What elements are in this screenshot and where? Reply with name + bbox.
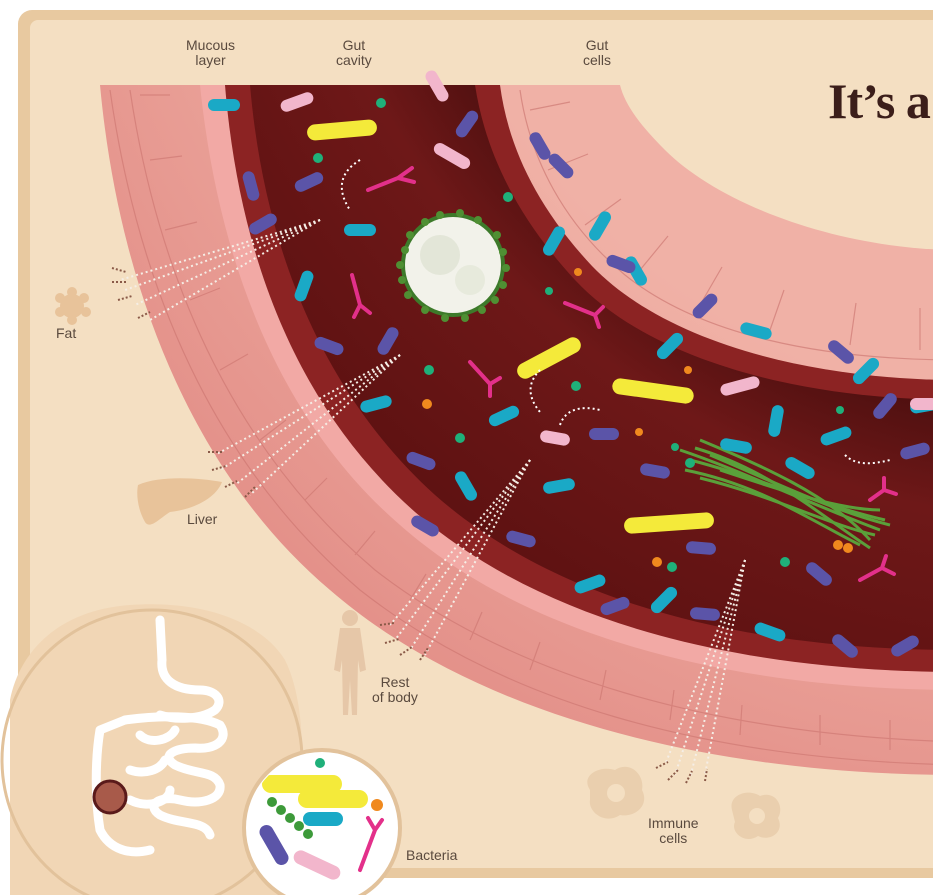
label-gut-cavity-line1: Gut — [336, 38, 372, 53]
label-gut-cells: Gut cells — [583, 38, 611, 68]
label-gut-cavity: Gut cavity — [336, 38, 372, 68]
page-title: It’s a — [828, 72, 930, 130]
label-mucous-layer-line2: layer — [186, 53, 235, 68]
label-immune-cells-line2: cells — [648, 831, 699, 846]
label-gut-cavity-line2: cavity — [336, 53, 372, 68]
label-fat: Fat — [56, 326, 76, 341]
label-mucous-layer: Mucous layer — [186, 38, 235, 68]
label-immune-cells: Immune cells — [648, 816, 699, 846]
magnifier-bacteria-icon — [244, 750, 400, 895]
label-rest-of-body-line2: of body — [372, 690, 418, 705]
label-mucous-layer-line1: Mucous — [186, 38, 235, 53]
label-gut-cells-line2: cells — [583, 53, 611, 68]
label-immune-cells-line1: Immune — [648, 816, 699, 831]
label-rest-of-body: Rest of body — [372, 675, 418, 705]
label-rest-of-body-line1: Rest — [372, 675, 418, 690]
label-bacteria: Bacteria — [406, 848, 457, 863]
label-liver: Liver — [187, 512, 217, 527]
label-gut-cells-line1: Gut — [583, 38, 611, 53]
